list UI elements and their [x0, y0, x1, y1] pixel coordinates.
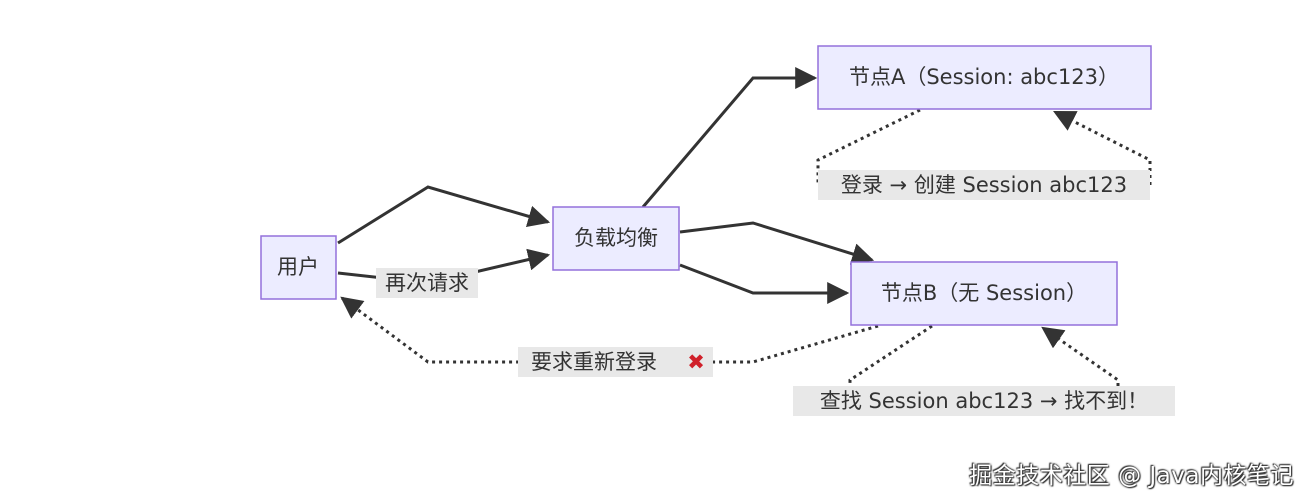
cross-mark-icon: ✖ — [687, 350, 705, 374]
edge-label-relogin-text: 要求重新登录 — [531, 350, 657, 374]
node-a-label: 节点A（Session: abc123） — [849, 65, 1119, 89]
edge-node-b-self-loop — [848, 326, 1120, 400]
edge-label-lookup-fail: 查找 Session abc123 → 找不到！ — [793, 386, 1175, 416]
edge-label-lookup-fail-text: 查找 Session abc123 → 找不到！ — [820, 389, 1148, 413]
edge-label-login-create: 登录 → 创建 Session abc123 — [818, 170, 1150, 200]
edge-label-login-create-text: 登录 → 创建 Session abc123 — [841, 173, 1127, 197]
node-b: 节点B（无 Session） — [850, 261, 1118, 326]
node-user-label: 用户 — [277, 255, 319, 279]
edge-lb-to-node-b-2 — [679, 263, 850, 304]
node-load-balancer-label: 负载均衡 — [574, 226, 658, 250]
watermark: 掘金技术社区 @ Java内核笔记 — [969, 463, 1294, 489]
node-user: 用户 — [260, 235, 337, 300]
edge-label-retry-request: 再次请求 — [376, 268, 478, 298]
edge-label-relogin: 要求重新登录 ✖ — [518, 347, 713, 377]
edge-user-to-lb — [337, 185, 551, 245]
edge-node-b-to-user — [340, 296, 879, 364]
node-a: 节点A（Session: abc123） — [817, 45, 1152, 110]
edge-label-retry-request-text: 再次请求 — [385, 271, 469, 295]
node-load-balancer: 负载均衡 — [552, 206, 680, 271]
edge-lb-to-node-b-1 — [679, 221, 875, 265]
node-b-label: 节点B（无 Session） — [881, 281, 1087, 305]
edge-lb-to-node-a — [641, 67, 818, 208]
